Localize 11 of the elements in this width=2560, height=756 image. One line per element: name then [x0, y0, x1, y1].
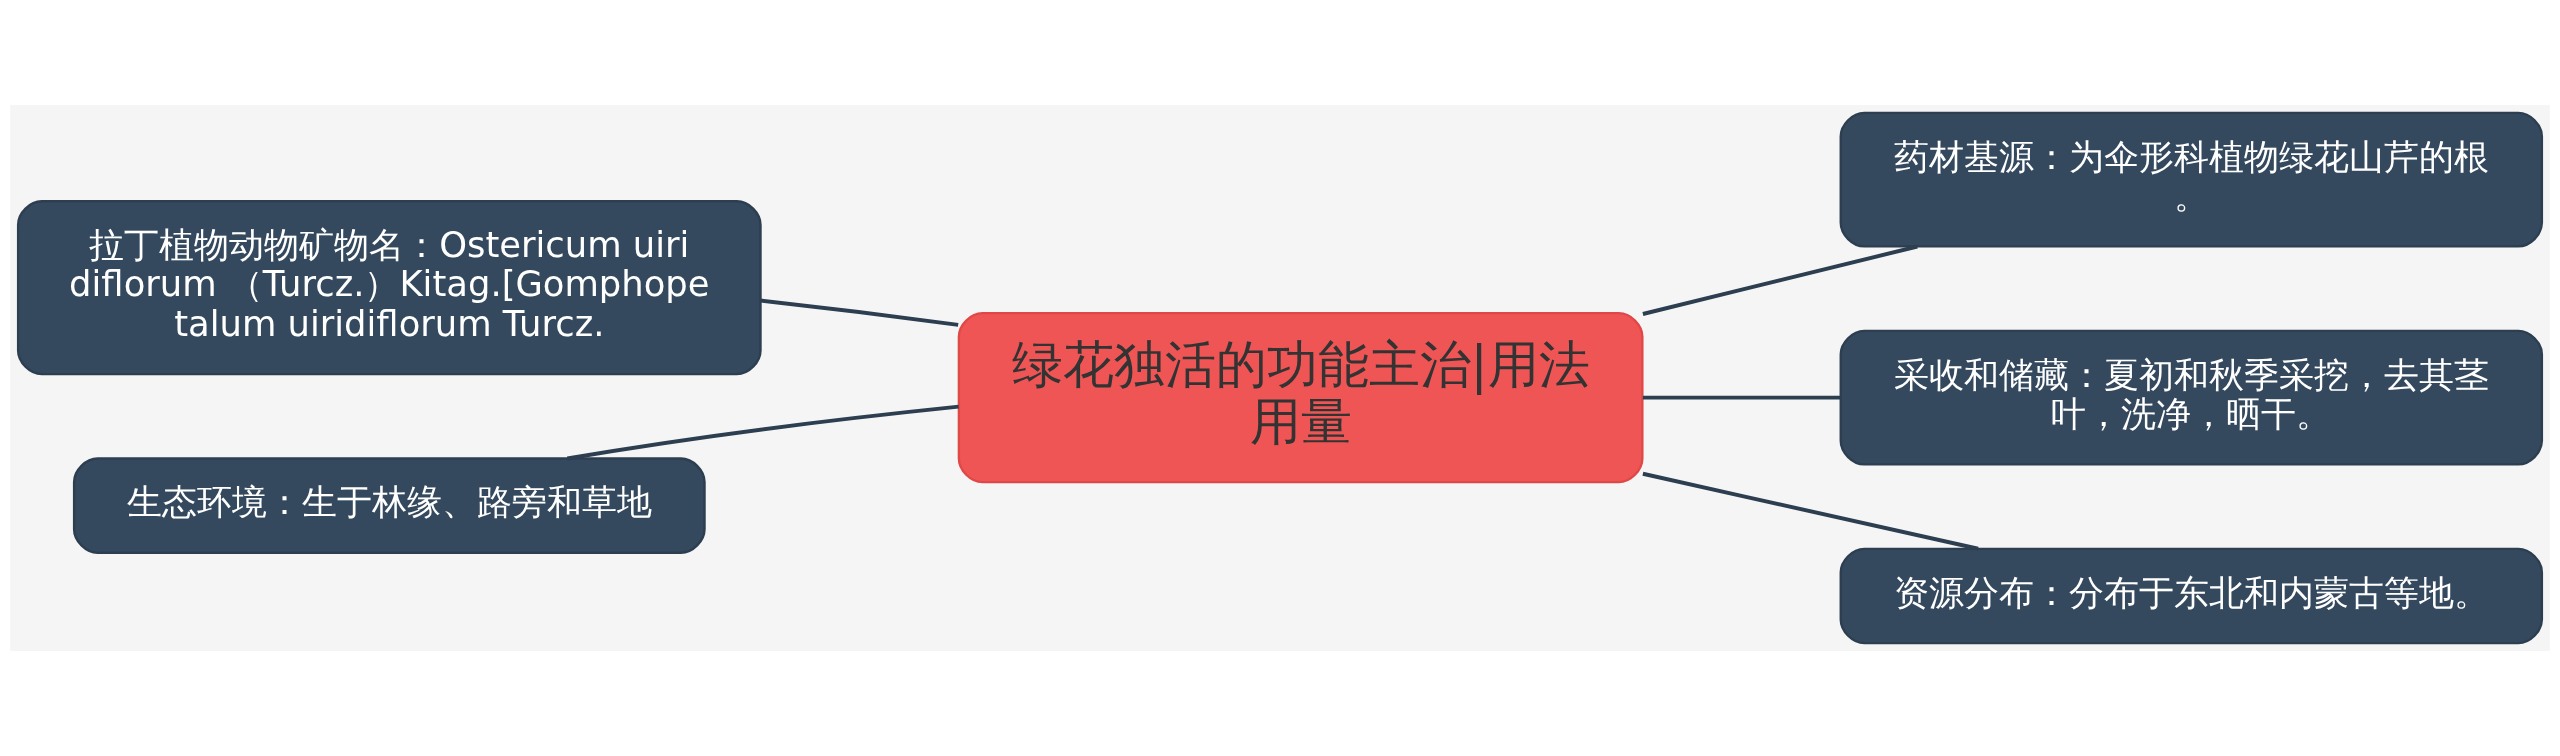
node-box: 绿花独活的功能主治|用法用量 — [957, 312, 1644, 484]
node-box: 拉丁植物动物矿物名：Ostericum uiridiflorum （Turcz.）Kitag.[Gomphopetalum uiridiflorum Turcz. — [16, 200, 762, 376]
node-box: 采收和储藏：夏初和秋季采挖，去其茎叶，洗净，晒干。 — [1839, 329, 2544, 466]
node-box: 资源分布：分布于东北和内蒙古等地。 — [1839, 547, 2544, 645]
connector — [1642, 471, 1979, 551]
node-box: 药材基源：为伞形科植物绿花山芹的根。 — [1839, 111, 2544, 248]
connector — [567, 404, 959, 461]
connector — [760, 298, 959, 327]
node-box: 生态环境：生于林缘、路旁和草地 — [72, 457, 706, 554]
connector — [1642, 244, 1918, 316]
connector — [1642, 395, 1841, 400]
